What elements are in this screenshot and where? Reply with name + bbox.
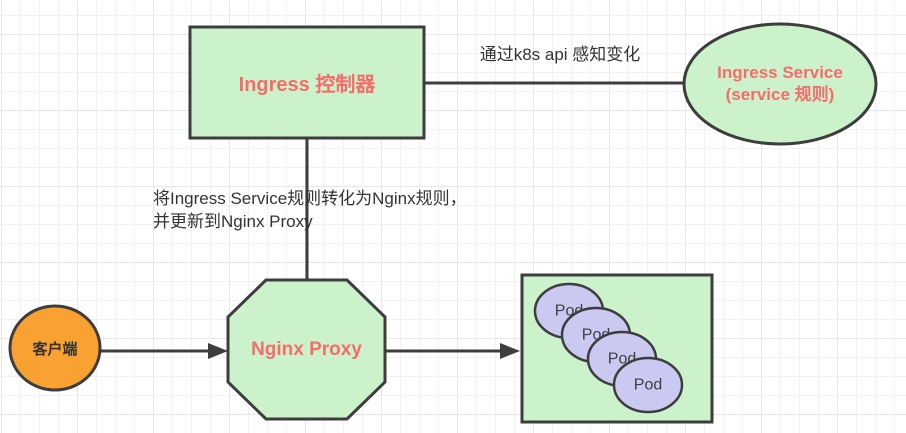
node-nginx-proxy[interactable]: [226, 278, 387, 421]
arrowhead-icon: [208, 343, 228, 359]
edge-client-to-proxy[interactable]: [100, 343, 228, 359]
pod-4-label: Pod: [634, 377, 662, 394]
node-ingress-service[interactable]: [682, 22, 878, 146]
node-client[interactable]: [8, 304, 102, 392]
pod-list: Pod Pod Pod Pod: [533, 282, 684, 414]
edge-proxy-to-pods[interactable]: [385, 343, 520, 359]
arrowhead-icon: [500, 343, 520, 359]
node-pod-4[interactable]: [612, 356, 684, 414]
node-ingress-controller[interactable]: [188, 25, 426, 140]
